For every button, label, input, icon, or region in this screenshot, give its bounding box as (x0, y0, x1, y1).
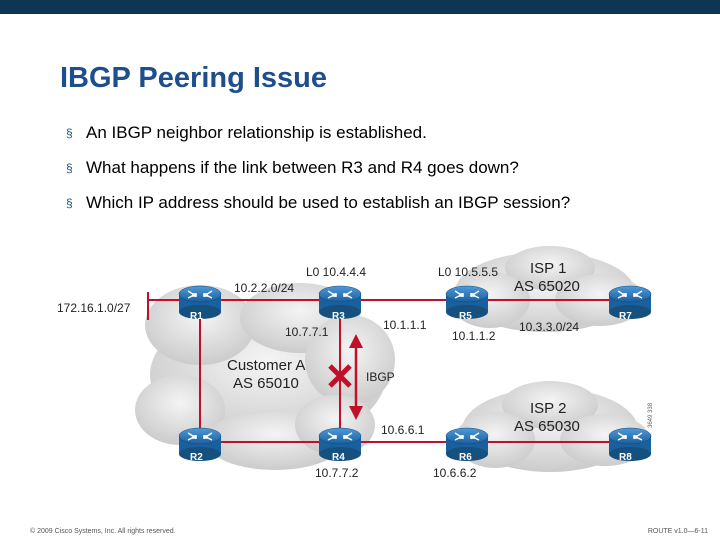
label-r4-link-ip: 10.7.7.2 (315, 466, 359, 480)
label-r3-link-ip: 10.7.7.1 (285, 325, 329, 339)
bullet-text: Which IP address should be used to estab… (86, 193, 571, 212)
bullet-item: § Which IP address should be used to esta… (66, 192, 570, 227)
router-label-r3: R3 (332, 311, 345, 322)
bullet-marker: § (66, 196, 73, 210)
router-label-r7: R7 (619, 311, 632, 322)
label-r5-loopback: L0 10.5.5.5 (438, 265, 498, 279)
label-ibgp: IBGP (366, 370, 395, 384)
image-id: 3649 338 (648, 402, 654, 428)
slide-title: IBGP Peering Issue (60, 62, 328, 94)
isp1-cloud-as: AS 65020 (514, 278, 580, 295)
bullet-list: § An IBGP neighbor relationship is establ… (66, 122, 570, 227)
top-banner (0, 0, 720, 14)
isp2-cloud-name: ISP 2 (530, 400, 566, 417)
customer-cloud-name: Customer A (227, 357, 305, 374)
router-label-r6: R6 (459, 452, 472, 463)
label-r6-link-ip: 10.6.6.2 (433, 466, 477, 480)
link-failure-x-icon (328, 364, 352, 388)
label-r1-r3-net: 10.2.2.0/24 (234, 281, 294, 295)
router-label-r1: R1 (190, 311, 203, 322)
router-label-r5: R5 (459, 311, 472, 322)
isp1-cloud-name: ISP 1 (530, 260, 566, 277)
router-label-r2: R2 (190, 452, 203, 463)
label-r5-r7-net: 10.3.3.0/24 (519, 320, 579, 334)
label-r4-r6-ip: 10.6.6.1 (381, 423, 425, 437)
bullet-item: § What happens if the link between R3 and… (66, 157, 570, 192)
isp2-cloud-as: AS 65030 (514, 418, 580, 435)
router-label-r4: R4 (332, 452, 345, 463)
ibgp-arrow (349, 334, 363, 420)
label-r5-link-ip: 10.1.1.2 (452, 329, 496, 343)
label-r3-r5-ip: 10.1.1.1 (383, 318, 427, 332)
label-lan: 172.16.1.0/27 (57, 301, 131, 315)
bullet-text: What happens if the link between R3 and … (86, 158, 519, 177)
footer-course: ROUTE v1.0—6-11 (647, 528, 708, 535)
customer-cloud-as: AS 65010 (233, 375, 299, 392)
bullet-marker: § (66, 161, 73, 175)
footer-copyright: © 2009 Cisco Systems, Inc. All rights re… (30, 528, 176, 535)
bullet-marker: § (66, 126, 73, 140)
bullet-text: An IBGP neighbor relationship is establi… (86, 123, 427, 142)
label-r3-loopback: L0 10.4.4.4 (306, 265, 366, 279)
bullet-item: § An IBGP neighbor relationship is establ… (66, 122, 570, 157)
router-label-r8: R8 (619, 452, 632, 463)
